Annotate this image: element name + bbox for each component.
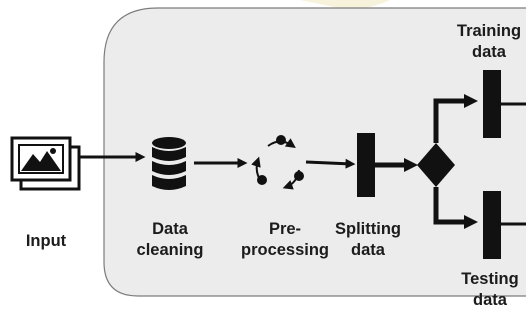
label-splitting-line1: Splitting	[335, 220, 401, 238]
split-bar-icon	[357, 133, 375, 197]
arrow-to-testing	[433, 187, 478, 229]
pipeline-panel	[103, 7, 526, 297]
cycle-icon	[251, 135, 304, 190]
label-splitting: Splitting data	[326, 219, 410, 261]
label-preprocessing-line2: processing	[240, 241, 330, 259]
label-testing: Testing data	[456, 269, 524, 311]
label-data-cleaning-line1: Data	[152, 220, 188, 238]
label-preprocessing: Pre- processing	[240, 219, 330, 261]
label-data-cleaning-line2: cleaning	[136, 241, 204, 259]
decision-diamond-icon	[417, 143, 455, 187]
label-preprocessing-line1: Pre-	[268, 220, 302, 238]
label-data-cleaning: Data cleaning	[130, 219, 210, 261]
database-icon	[152, 137, 186, 190]
image-stack-icon	[10, 136, 81, 191]
label-testing-line2: data	[473, 291, 507, 309]
testing-bar-icon	[483, 191, 501, 259]
label-testing-line1: Testing	[461, 270, 519, 288]
arrow-to-training	[433, 94, 478, 143]
label-training-line1: Training	[456, 22, 522, 40]
label-splitting-line2: data	[351, 241, 385, 259]
arrow-preprocessing-to-splitting	[305, 158, 356, 169]
training-bar-icon	[483, 70, 501, 138]
label-input: Input	[18, 231, 74, 252]
label-training: Training data	[452, 21, 526, 63]
watermark-shape	[300, 0, 390, 9]
label-training-line2: data	[472, 43, 506, 61]
label-input-text: Input	[25, 232, 67, 250]
